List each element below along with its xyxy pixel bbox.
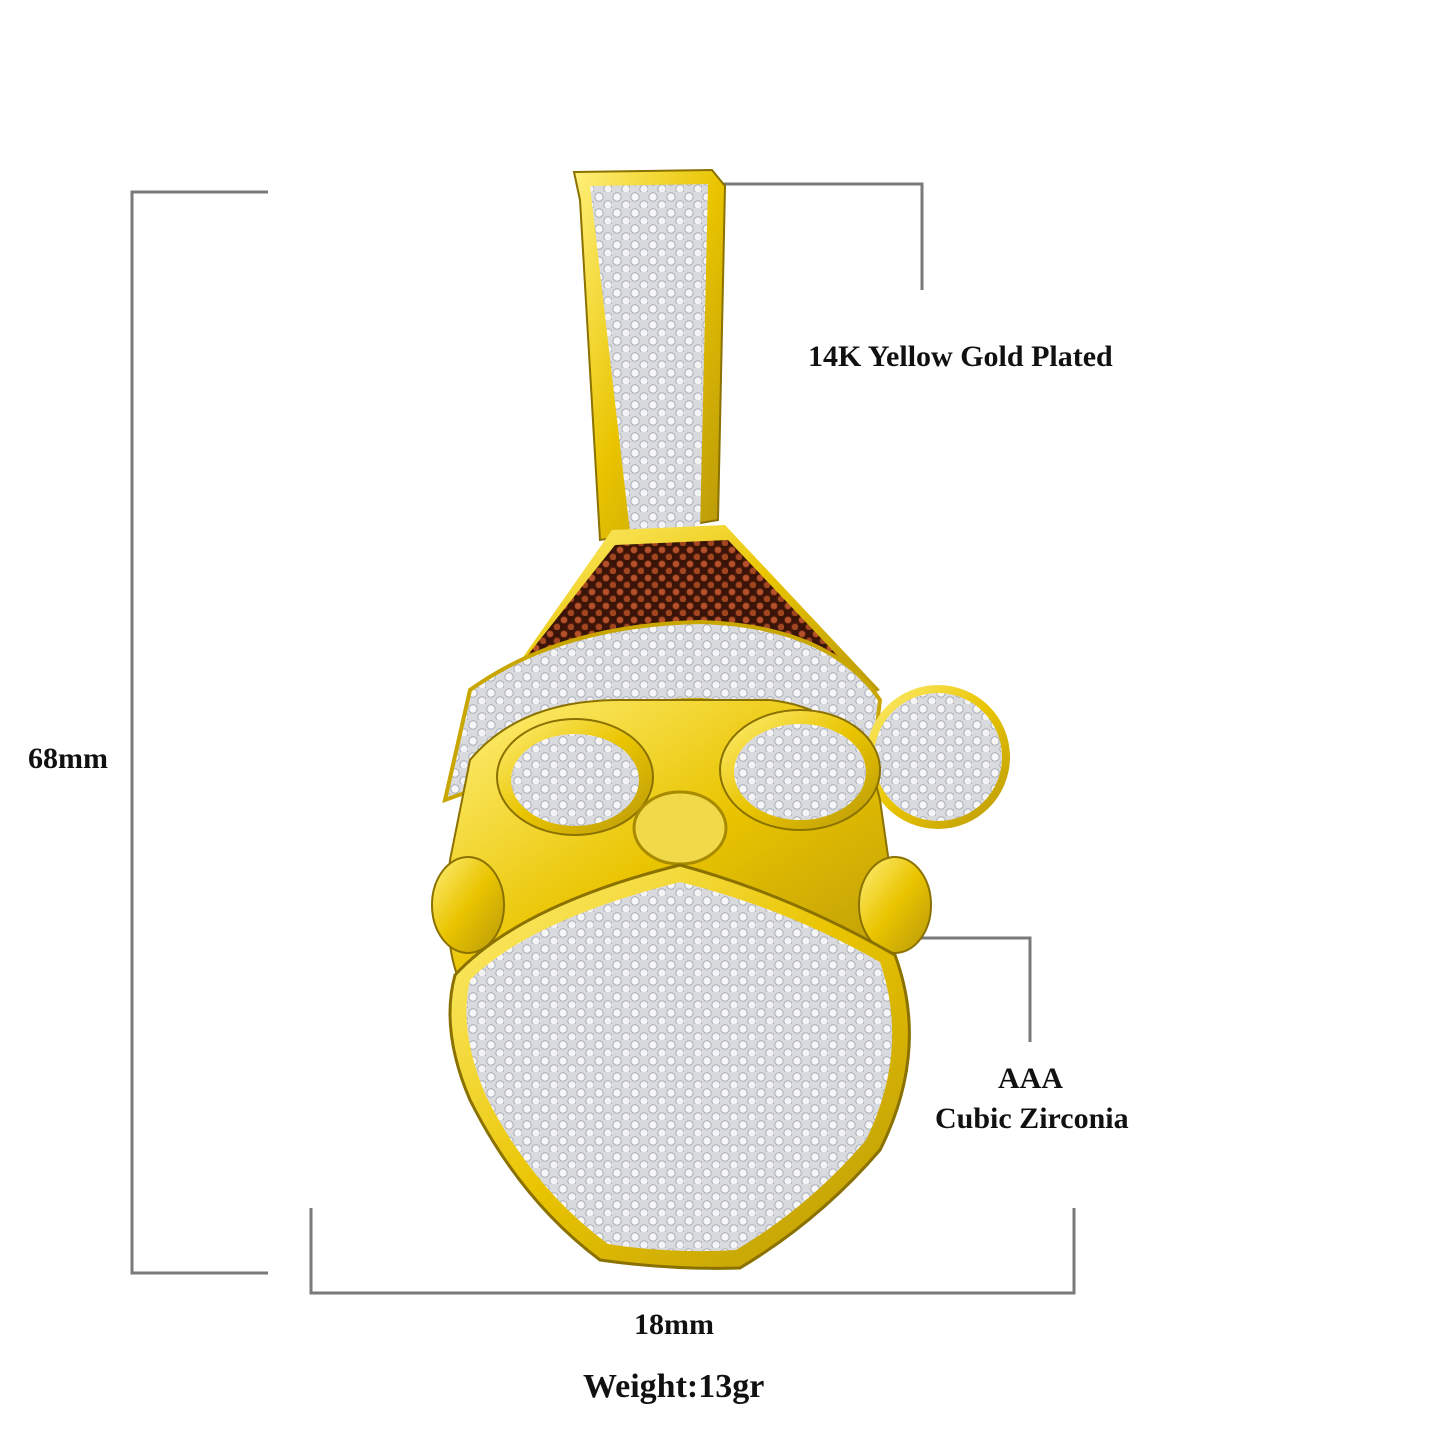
height-dimension-bracket <box>130 190 268 1275</box>
plating-callout-line <box>706 182 924 290</box>
stone-type-label: Cubic Zirconia <box>935 1102 1129 1135</box>
weight-label: Weight:13gr <box>583 1368 765 1405</box>
height-label: 68mm <box>28 742 108 775</box>
plating-label: 14K Yellow Gold Plated <box>808 340 1113 373</box>
stone-grade-label: AAA <box>998 1062 1063 1095</box>
pendant-bail <box>572 168 727 542</box>
santa-beard <box>448 863 911 1270</box>
width-dimension-bracket <box>309 1208 1076 1295</box>
width-label: 18mm <box>634 1308 714 1341</box>
santa-hat <box>442 525 1010 829</box>
